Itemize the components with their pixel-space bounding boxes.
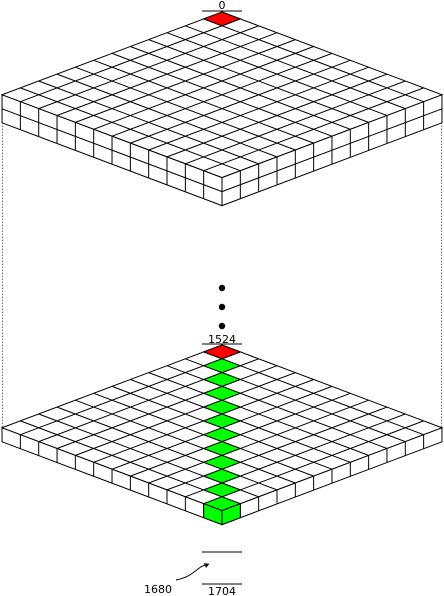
label-bottom-last-index: 1704 bbox=[208, 585, 236, 596]
ellipsis-dot bbox=[218, 303, 226, 311]
grid-line bbox=[221, 108, 443, 193]
label-top-index: 0 bbox=[219, 0, 226, 12]
ellipsis-dot bbox=[218, 322, 226, 330]
marker-cell-red bbox=[202, 11, 242, 27]
ellipsis-dots bbox=[218, 284, 226, 330]
grid-line bbox=[203, 87, 424, 172]
right-side-face bbox=[221, 427, 443, 526]
label-bottom-first-index: 1524 bbox=[208, 333, 236, 346]
grid-line bbox=[1, 108, 223, 193]
top-face bbox=[0, 344, 444, 512]
top-face bbox=[0, 11, 444, 179]
bottom-grid-block bbox=[0, 344, 444, 526]
pointer-1680-head bbox=[204, 563, 209, 568]
grid-line bbox=[185, 80, 406, 165]
ellipsis-dot bbox=[218, 284, 226, 292]
highlight-cube-right-side bbox=[221, 502, 241, 526]
pointer-1680 bbox=[175, 563, 210, 581]
grid-line bbox=[20, 87, 241, 172]
label-highlight-index: 1680 bbox=[144, 583, 172, 596]
right-side-face bbox=[221, 94, 443, 207]
label-underlines bbox=[175, 10, 242, 585]
top-grid-block bbox=[0, 11, 444, 207]
